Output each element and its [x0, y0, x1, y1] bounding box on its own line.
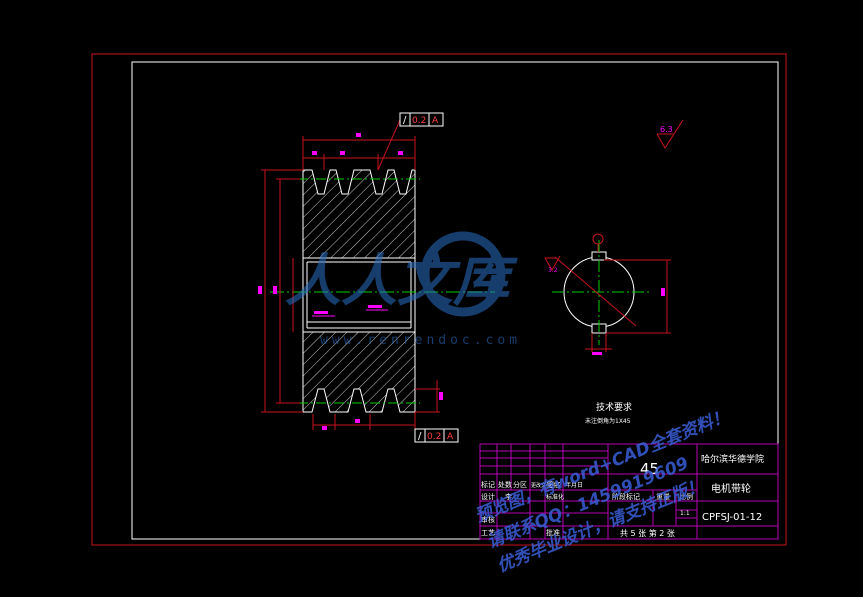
- pulley-end-view: 3.2: [544, 233, 671, 355]
- tolerance-frame-bottom: / 0.2 A: [414, 428, 459, 443]
- material-text: 45: [640, 460, 659, 478]
- stage-label: 阶段标记: [612, 492, 640, 501]
- row-label-zone: 分区: [513, 480, 527, 489]
- scale-value: 1:1: [680, 510, 690, 517]
- brand-watermark-url: www.renrendoc.com: [320, 333, 521, 348]
- roughness-symbol: 6.3: [656, 119, 684, 149]
- title-block: [479, 443, 779, 540]
- inner-frame: [131, 61, 779, 540]
- school-name: 哈尔滨华德学院: [701, 453, 764, 465]
- row-label-count: 处数: [498, 480, 512, 489]
- brand-watermark-text: 人人文库: [285, 249, 518, 314]
- design-name: 李: [505, 492, 512, 501]
- roughness-bore-value: 3.2: [548, 267, 558, 274]
- row-label-date: 年月日: [565, 481, 583, 489]
- row-label-doc: 更改文件号: [531, 482, 556, 489]
- brand-logo-icon: [420, 231, 506, 317]
- row-label-sign: 签名: [547, 480, 561, 489]
- tolerance-value-top: 0.2: [412, 116, 426, 126]
- review-label: 审核: [481, 515, 495, 524]
- upper-rim-section: [302, 169, 416, 259]
- tech-req-title: 技术要求: [596, 401, 632, 413]
- std-label: 标准化: [546, 493, 564, 501]
- datum-top: A: [432, 116, 439, 126]
- bore-area: [302, 257, 416, 333]
- brand-watermark: 人人文库 www.renrendoc.com: [285, 231, 521, 348]
- process-label: 工艺: [481, 529, 495, 537]
- tolerance-symbol-top: /: [403, 115, 407, 126]
- roughness-main-value: 6.3: [660, 125, 673, 134]
- tolerance-frame-top: / 0.2 A: [399, 112, 444, 127]
- drawing-number: CPFSJ-01-12: [702, 512, 762, 523]
- tolerance-value-bottom: 0.2: [427, 432, 441, 442]
- pulley-section-view: [258, 119, 495, 436]
- tolerance-symbol-bottom: /: [418, 431, 422, 442]
- ratio-label: 比例: [679, 492, 693, 501]
- row-label-mark: 标记: [481, 480, 495, 489]
- approve-label: 批准: [546, 528, 560, 537]
- dimensions-section: [261, 119, 440, 436]
- promo-watermark: 预览图，有word+CAD全套资料！ 请联系QQ：1459919609 优秀毕业…: [472, 406, 732, 576]
- weight-label: 重量: [656, 493, 670, 501]
- design-label: 设计: [481, 492, 495, 501]
- tech-req-text: 未注倒角为1X45: [585, 417, 631, 425]
- outer-frame: [91, 53, 787, 546]
- part-name: 电机带轮: [711, 482, 751, 495]
- sheet-count: 共 5 张 第 2 张: [620, 528, 675, 538]
- datum-bottom: A: [447, 432, 454, 442]
- lower-rim-section: [302, 331, 416, 413]
